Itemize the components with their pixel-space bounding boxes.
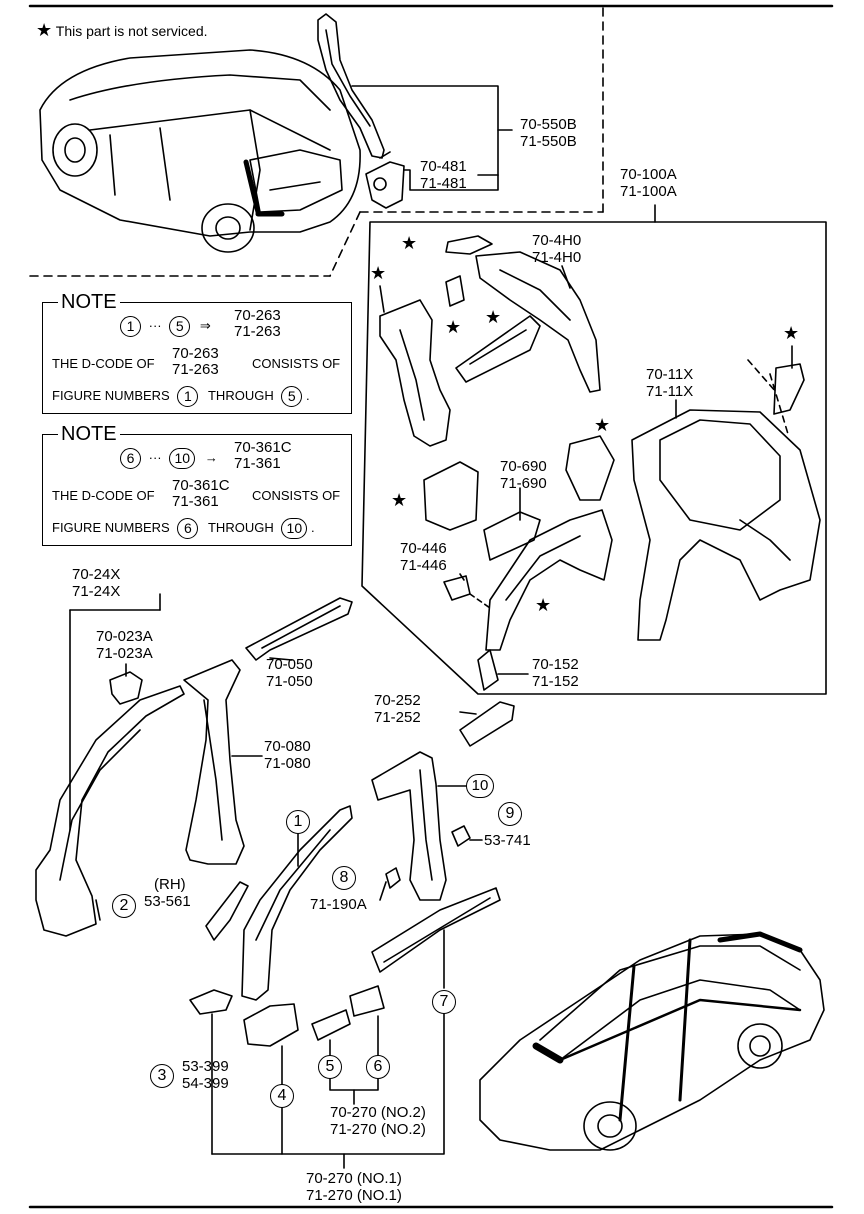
arrow-icon: → [204,449,218,465]
callout-circle: 5 [169,316,191,337]
star-icon: ★ [594,415,611,435]
part-3-bracket [189,989,233,1015]
callout-circle: 1 [177,386,199,407]
callout-6: 6 [366,1055,390,1079]
car-rear-view-icon [39,49,361,253]
star-icon: ★ [391,490,408,510]
note-title-2: NOTE [58,424,120,444]
note-2-suffix: CONSISTS OF [252,488,341,503]
note-title-1: NOTE [58,292,120,312]
sill-7-part [371,887,501,973]
roof-rail-050-part [245,597,353,661]
note-1-sentence: THE D-CODE OF [52,356,155,371]
note-1-range: 1 ··· 5 ⇒ [120,316,211,337]
pillar-10-part [371,751,447,901]
gusset-023a-part [109,671,143,705]
callout-circle: 10 [281,518,308,539]
callout-8: 8 [332,866,356,890]
callout-2: 2 [112,894,136,918]
note-2-sentence: THE D-CODE OF [52,488,155,503]
star-icon: ★ [485,307,502,327]
callout-5: 5 [318,1055,342,1079]
label-rh-561: (RH)53-561 [144,876,191,910]
quarter-assembly-box [361,221,827,695]
star-icon: ★ [401,233,418,253]
clip-741-part [451,825,471,847]
part-6-bracket [349,985,385,1017]
part-8-bracket [385,867,401,889]
part-5-bracket [311,1009,351,1041]
star-icon: ★ [535,595,552,615]
callout-1: 1 [286,810,310,834]
star-icon: ★ [445,317,462,337]
rail-252-part [459,701,515,747]
callout-9: 9 [498,802,522,826]
note-2-codes-b: 70-361C 71-361 [172,477,230,510]
front-pillar-part [35,685,185,937]
callout-7: 7 [432,990,456,1014]
part-1-pillar [241,805,353,1001]
inner-panel-parts [379,235,821,691]
legend-text: This part is not serviced. [55,23,208,39]
note-2-figures: FIGURE NUMBERS 6 THROUGH 10 . [52,518,315,539]
label-sill-no2: 70-270 (NO.2)71-270 (NO.2) [330,1104,426,1138]
note-1-codes-b: 70-263 71-263 [172,345,219,378]
callout-10: 10 [466,774,494,798]
callout-3: 3 [150,1064,174,1088]
star-icon: ★ [36,20,53,40]
callout-circle: 5 [281,386,303,407]
note-1-suffix: CONSISTS OF [252,356,341,371]
part-4-bracket [243,1003,299,1047]
center-pillar-080-part [183,659,245,865]
label-part-190a: 71-190A [310,896,367,913]
note-box-2 [42,434,352,546]
label-sill-no1: 70-270 (NO.1)71-270 (NO.1) [306,1170,402,1204]
note-2-codes-a: 70-361C 71-361 [234,439,292,472]
callout-circle: 10 [169,448,196,469]
callout-circle: 6 [120,448,141,469]
callout-4: 4 [270,1084,294,1108]
pillar-upper-part [317,13,391,159]
car-side-view-icon [479,931,825,1151]
note-1-codes-a: 70-263 71-263 [234,307,281,340]
legend: ★ This part is not serviced. [36,21,208,39]
callout-circle: 6 [177,518,199,539]
part-2-bracket [205,881,249,941]
arrow-icon: ⇒ [199,317,211,333]
star-icon: ★ [783,323,800,343]
label-clip-741: 53-741 [484,832,531,849]
note-2-range: 6 ··· 10 → [120,448,218,469]
note-1-figures: FIGURE NUMBERS 1 THROUGH 5 . [52,386,310,407]
note-box-1 [42,302,352,414]
callout-circle: 1 [120,316,141,337]
bracket-481-part [365,161,405,209]
star-icon: ★ [370,263,387,283]
